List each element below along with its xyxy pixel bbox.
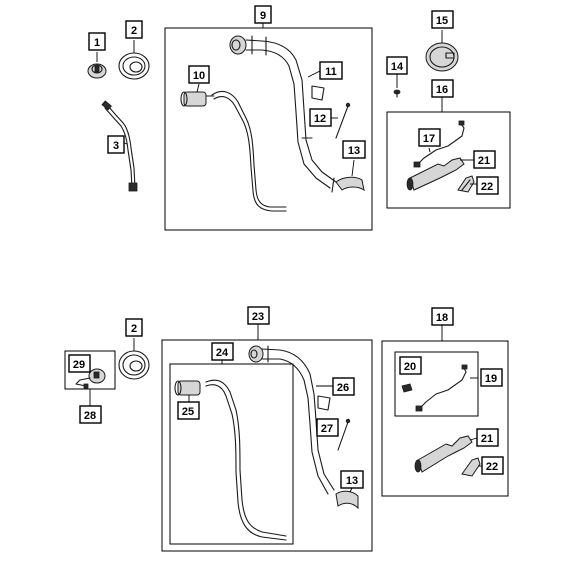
callout-label: 12 (314, 113, 326, 125)
bottom-section: 2 23 24 25 26 27 13 29 (64, 306, 509, 552)
group-frame-23 (161, 339, 373, 552)
callout-label: 15 (436, 15, 448, 27)
top-section: 1 2 3 9 10 11 12 13 (87, 5, 511, 231)
callout-26[interactable]: 26 (332, 377, 355, 396)
callout-label: 3 (113, 140, 119, 152)
callout-label: 16 (436, 84, 448, 96)
callout-label: 13 (346, 475, 358, 487)
callout-3[interactable]: 3 (107, 135, 125, 154)
callout-16[interactable]: 16 (431, 79, 454, 98)
callout-label: 2 (131, 25, 137, 37)
callout-label: 11 (325, 66, 337, 78)
callout-12[interactable]: 12 (309, 108, 332, 127)
leader-17 (428, 147, 431, 153)
callout-20[interactable]: 20 (399, 356, 422, 375)
callout-label: 18 (436, 312, 448, 324)
callout-label: 20 (404, 361, 416, 373)
callout-1[interactable]: 1 (88, 32, 106, 51)
callout-21-bottom[interactable]: 21 (476, 428, 499, 447)
callout-9[interactable]: 9 (254, 5, 272, 24)
callout-label: 1 (94, 37, 100, 49)
callout-13-top[interactable]: 13 (342, 140, 366, 159)
callout-22-bottom[interactable]: 22 (481, 456, 504, 475)
part-sensor-cap (75, 368, 106, 389)
callout-label: 21 (481, 433, 493, 445)
part-fuel-cap (87, 63, 107, 79)
leader-10 (196, 83, 200, 93)
part-zip-tie-lower (337, 418, 351, 451)
group-frame-16 (386, 111, 511, 209)
part-vent-hose (211, 90, 287, 212)
callout-label: 24 (216, 347, 229, 359)
callout-19[interactable]: 19 (480, 368, 503, 387)
callout-label: 10 (193, 70, 205, 82)
callout-label: 25 (182, 406, 194, 418)
callout-label: 9 (260, 10, 266, 22)
part-filler-tube (229, 35, 337, 189)
leader-13a (351, 159, 355, 177)
callout-label: 2 (131, 323, 137, 335)
part-grommet-ring (118, 52, 150, 80)
callout-label: 17 (423, 133, 435, 145)
callout-27[interactable]: 27 (316, 418, 339, 437)
part-bracket-tube (457, 175, 475, 193)
callout-label: 14 (391, 61, 404, 73)
callout-label: 13 (348, 145, 360, 157)
part-fuel-door (425, 42, 459, 72)
callout-2-top[interactable]: 2 (125, 20, 143, 39)
callout-21-top[interactable]: 21 (473, 150, 496, 169)
callout-11[interactable]: 11 (319, 61, 343, 80)
leader-21b (469, 437, 478, 441)
part-canister-lower (174, 380, 201, 396)
part-canister (180, 91, 215, 107)
group-frame-9 (164, 27, 373, 231)
callout-29[interactable]: 29 (68, 354, 91, 373)
callout-label: 21 (478, 155, 490, 167)
group-frame-24 (169, 363, 294, 545)
callout-label: 23 (252, 311, 264, 323)
part-grommet-ring-lower (118, 350, 150, 380)
callout-23[interactable]: 23 (247, 306, 270, 325)
callout-13-bottom[interactable]: 13 (340, 470, 364, 489)
callout-label: 28 (84, 410, 96, 422)
callout-10[interactable]: 10 (188, 65, 210, 84)
leader-11 (307, 70, 321, 78)
callout-label: 19 (485, 373, 497, 385)
part-screw (393, 89, 401, 98)
part-harness (413, 120, 465, 168)
callout-label: 22 (481, 181, 493, 193)
callout-label: 22 (486, 461, 498, 473)
part-bracket-tube-lower (461, 457, 481, 477)
part-harness-lower (401, 364, 468, 412)
callout-17[interactable]: 17 (418, 128, 441, 147)
callout-label: 26 (337, 382, 349, 394)
callout-18[interactable]: 18 (431, 307, 454, 326)
part-filler-tube-lower (248, 345, 335, 495)
callout-label: 29 (73, 359, 85, 371)
part-zip-tie (335, 102, 351, 139)
part-vent-tube (101, 100, 138, 192)
group-frame-18 (381, 340, 509, 497)
part-grommet-tube (406, 157, 465, 191)
part-elbow-hose-lower (335, 490, 359, 510)
part-vent-hose-lower (205, 379, 287, 541)
part-grommet-tube-lower (414, 435, 473, 473)
callout-label: 27 (321, 423, 333, 435)
part-elbow-hose (331, 176, 365, 193)
callout-2-bottom[interactable]: 2 (125, 318, 143, 337)
callout-24[interactable]: 24 (211, 342, 234, 361)
callout-15[interactable]: 15 (431, 10, 454, 29)
callout-14[interactable]: 14 (386, 56, 408, 75)
callout-25[interactable]: 25 (177, 401, 200, 420)
callout-28[interactable]: 28 (79, 405, 102, 424)
group-frame-19 (394, 351, 479, 417)
callout-22-top[interactable]: 22 (476, 176, 499, 195)
